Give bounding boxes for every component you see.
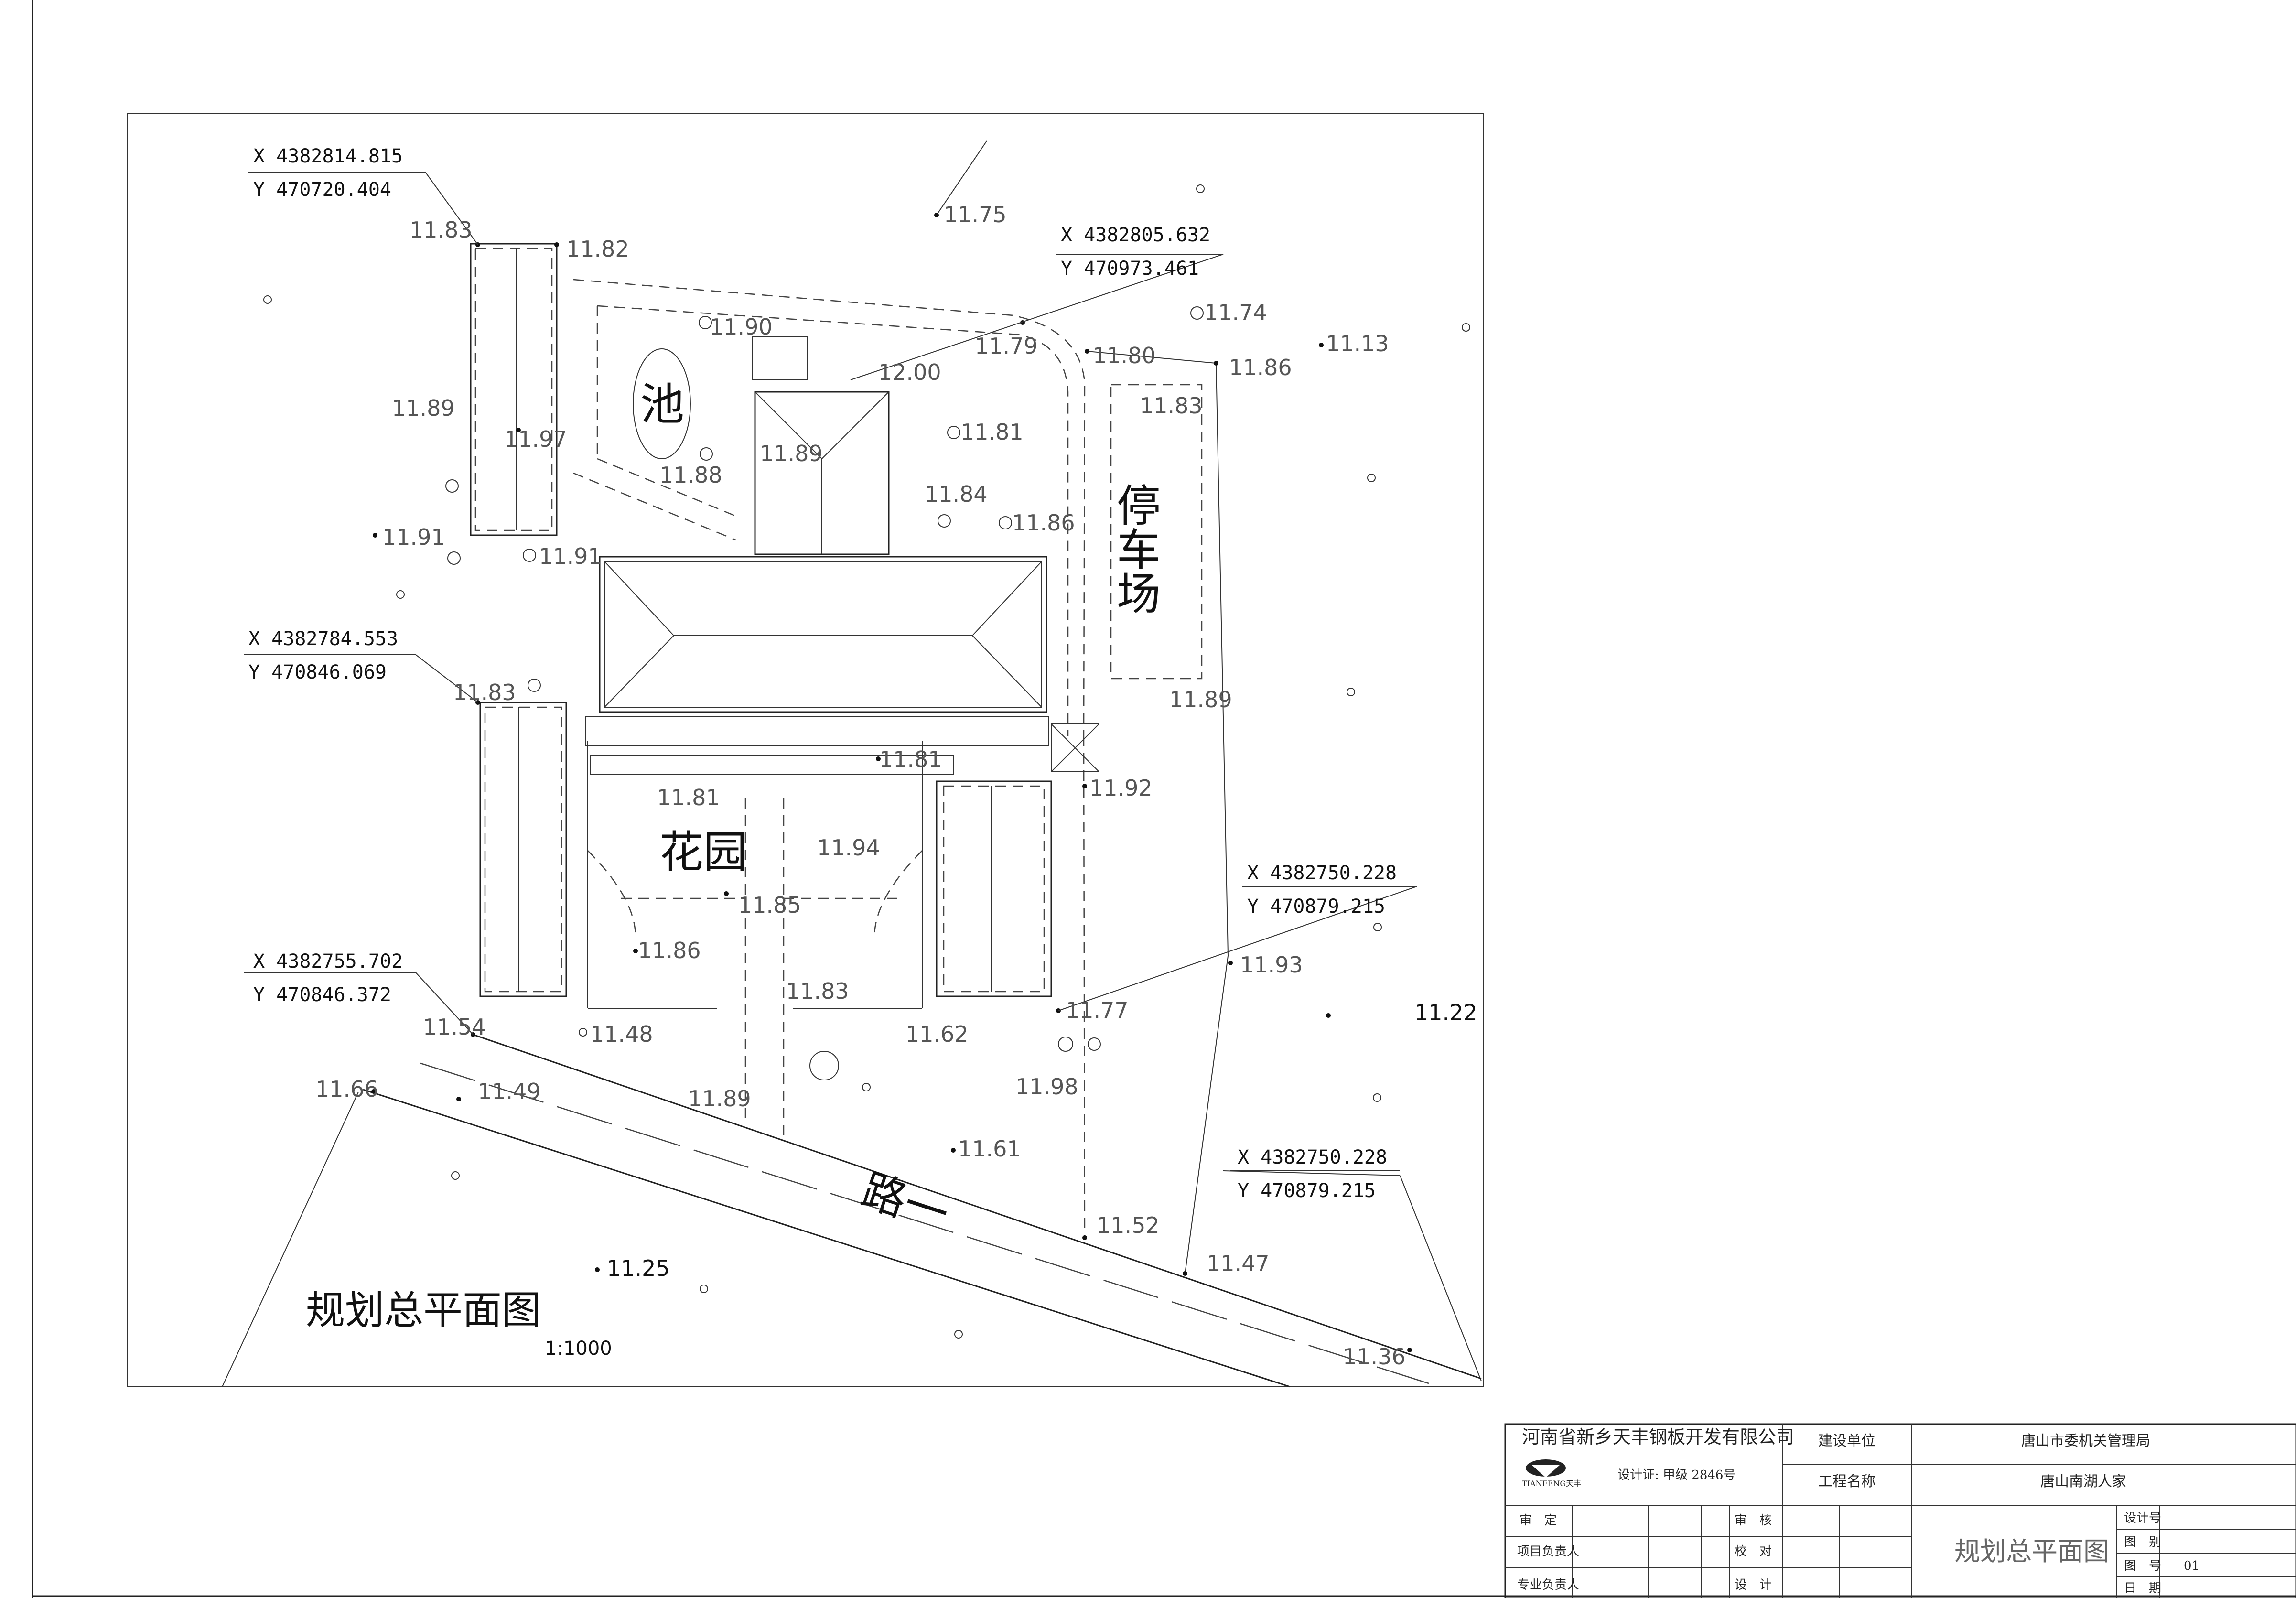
road-one [363, 1034, 1482, 1388]
field-label: 图 别 [2124, 1535, 2161, 1549]
row-label: 设 计 [1735, 1578, 1772, 1592]
scale-label: 1:1000 [545, 1338, 612, 1360]
elev-label: 11.93 [1240, 952, 1303, 978]
row-label: 审 定 [1520, 1513, 1557, 1528]
garden-label: 花园 [659, 827, 747, 878]
site-boundary [222, 140, 1482, 1387]
elev-label: 11.66 [315, 1076, 378, 1102]
walkways [573, 279, 1086, 1238]
elev-label: 11.47 [1207, 1251, 1270, 1276]
coord-5-y: Y 470879.215 [1247, 896, 1385, 918]
elev-label: 11.82 [566, 236, 629, 262]
row-label: 审 核 [1735, 1513, 1772, 1528]
elev-label: 11.94 [817, 835, 880, 861]
elevation-points [371, 213, 1412, 1352]
elev-label: 11.85 [738, 892, 801, 918]
elev-label: 11.49 [478, 1079, 541, 1104]
project-label: 工程名称 [1818, 1473, 1876, 1490]
parking-label: 停车场 [1110, 483, 1161, 615]
drawing-name: 规划总平面图 [1954, 1536, 2109, 1566]
elev-label: 11.25 [607, 1255, 670, 1281]
elev-label: 11.89 [760, 441, 823, 466]
coord-2-y: Y 470973.461 [1061, 258, 1199, 280]
elev-label: 11.89 [688, 1086, 751, 1112]
elev-label: 11.62 [905, 1021, 969, 1047]
elev-label: 11.92 [1089, 775, 1153, 801]
pond [633, 348, 691, 459]
coordinate-leaders [244, 172, 1417, 1171]
elev-label: 11.88 [659, 462, 722, 488]
elev-label: 11.86 [1229, 355, 1292, 380]
sheet-border [32, 0, 2296, 1598]
elev-label: 11.86 [1012, 510, 1075, 536]
row-label: 校 对 [1735, 1544, 1772, 1559]
parking-lot [1110, 384, 1203, 680]
row-label: 项目负责人 [1517, 1544, 1579, 1559]
row-label: 专业负责人 [1517, 1578, 1579, 1592]
drawing-frame [127, 113, 1484, 1387]
title-block: TIANFENG天丰 河南省新乡天丰钢板开发有限公司 设计证: 甲级 2846号… [1504, 1423, 2296, 1598]
elev-label: 11.89 [392, 395, 455, 421]
elev-label: 11.81 [657, 785, 720, 810]
elev-label: 11.74 [1204, 300, 1267, 325]
pond-label: 池 [640, 379, 684, 430]
field-label: 设计号 [2124, 1511, 2161, 1525]
company-name: 河南省新乡天丰钢板开发有限公司 [1522, 1426, 1794, 1447]
elev-label: 11.84 [925, 481, 988, 507]
project-value: 唐山南湖人家 [2040, 1473, 2126, 1490]
coord-4-y: Y 470846.372 [253, 984, 391, 1006]
elev-label: 11.36 [1343, 1344, 1406, 1370]
design-license: 设计证: 甲级 2846号 [1617, 1468, 1735, 1482]
elev-label: 11.77 [1066, 997, 1129, 1023]
elev-label: 11.89 [1169, 687, 1232, 713]
elev-label: 11.54 [423, 1014, 486, 1040]
elev-label: 11.83 [786, 978, 849, 1004]
elev-label: 11.22 [1414, 1000, 1477, 1026]
elevation-labels: 11.75 11.83 11.82 11.90 11.79 11.80 11.8… [315, 202, 1477, 1370]
coord-3-x: X 4382784.553 [248, 628, 398, 650]
elev-label: 11.52 [1097, 1212, 1160, 1238]
coord-1-y: Y 470720.404 [253, 179, 391, 201]
elev-label: 11.48 [590, 1021, 653, 1047]
coord-2-x: X 4382805.632 [1061, 224, 1210, 246]
client-label: 建设单位 [1818, 1433, 1876, 1449]
elev-label: 11.90 [710, 314, 773, 340]
elev-label: 11.81 [960, 419, 1024, 445]
area-labels: 池 停车场 花园 路一 规划总平面图 1:1000 [306, 379, 1161, 1360]
field-label: 图 号 [2124, 1559, 2161, 1573]
survey-markers [263, 184, 1470, 1339]
coord-6-y: Y 470879.215 [1238, 1180, 1376, 1202]
elev-label: 11.83 [410, 217, 473, 243]
elev-label: 11.83 [453, 680, 516, 705]
elev-label: 11.13 [1326, 331, 1389, 356]
elev-label: 11.98 [1015, 1074, 1078, 1100]
logo-text: TIANFENG天丰 [1522, 1479, 1581, 1488]
company-logo: TIANFENG天丰 [1522, 1459, 1581, 1488]
road-label: 路一 [855, 1165, 955, 1241]
drawing-title: 规划总平面图 [306, 1288, 541, 1333]
drawing-number: 01 [2184, 1559, 2199, 1573]
elev-label: 11.86 [638, 938, 701, 963]
elev-label: 11.83 [1140, 393, 1203, 419]
coord-4-x: X 4382755.702 [253, 950, 403, 972]
elev-label: 11.75 [944, 202, 1007, 227]
main-building [470, 243, 1099, 1009]
field-label: 日 期 [2124, 1581, 2161, 1596]
elev-label: 11.81 [879, 746, 942, 772]
coord-3-y: Y 470846.069 [248, 661, 387, 683]
elev-label: 11.97 [504, 426, 567, 452]
coord-5-x: X 4382750.228 [1247, 862, 1397, 884]
client-value: 唐山市委机关管理局 [2021, 1433, 2150, 1449]
elev-label: 11.91 [382, 524, 445, 550]
coordinate-labels: X 4382814.815 Y 470720.404 X 4382805.632… [248, 145, 1397, 1202]
coord-1-x: X 4382814.815 [253, 145, 403, 167]
elev-label: 12.00 [878, 359, 941, 385]
elev-label: 11.79 [975, 333, 1038, 359]
elev-label: 11.61 [958, 1136, 1021, 1162]
coord-6-x: X 4382750.228 [1238, 1146, 1387, 1168]
elev-label: 11.91 [539, 543, 602, 569]
elev-label: 11.80 [1093, 343, 1156, 368]
